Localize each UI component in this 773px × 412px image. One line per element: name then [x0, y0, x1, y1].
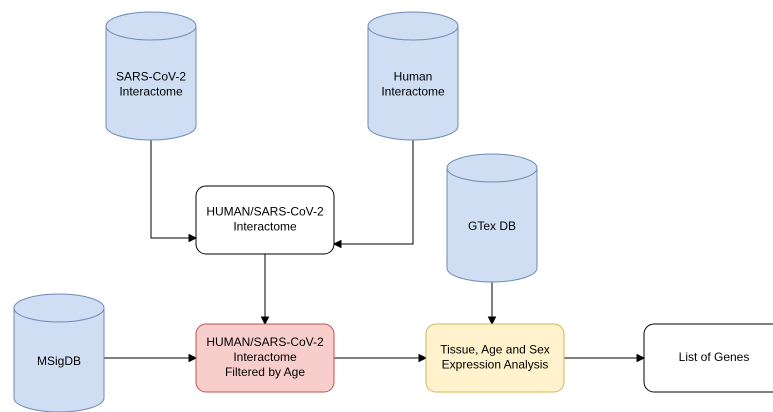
- arrowhead: [188, 233, 198, 243]
- database-body: [367, 26, 459, 141]
- database-top: [13, 293, 105, 323]
- arrowhead: [487, 316, 497, 326]
- node-label-line: List of Genes: [679, 350, 750, 364]
- node-label-line: HUMAN/SARS-CoV-2: [206, 335, 324, 349]
- node-label-line: Expression Analysis: [442, 358, 549, 372]
- node-label-line: Interactome: [119, 85, 183, 99]
- edge-combined_interactome-to-filtered_interactome: [260, 254, 270, 326]
- database-top: [367, 11, 459, 41]
- node-label-line: Interactome: [381, 85, 445, 99]
- node-box: [425, 323, 565, 393]
- arrowhead: [188, 353, 198, 363]
- edge-sars_interactome-to-combined_interactome: [150, 140, 198, 243]
- edge-filtered_interactome-to-expression_analysis: [334, 353, 428, 363]
- node-label-line: MSigDB: [37, 354, 81, 368]
- node-box: [195, 185, 335, 255]
- nodes-layer: SARS-CoV-2InteractomeHumanInteractomeGTe…: [13, 11, 773, 412]
- database-top: [105, 11, 197, 41]
- node-label-line: HUMAN/SARS-CoV-2: [206, 205, 324, 219]
- arrowhead: [260, 316, 270, 326]
- edge-line: [341, 140, 414, 245]
- database-body: [13, 308, 105, 412]
- node-label-line: Tissue, Age and Sex: [440, 343, 550, 357]
- arrowhead: [636, 353, 646, 363]
- node-gtex-db: GTex DB: [446, 153, 538, 283]
- arrowhead: [332, 239, 342, 249]
- node-label-line: Interactome: [233, 350, 297, 364]
- database-top: [446, 153, 538, 183]
- node-label-line: Interactome: [233, 220, 297, 234]
- node-gene-list: List of Genes: [643, 323, 773, 393]
- node-box: [643, 323, 773, 393]
- edges-layer: [104, 140, 646, 363]
- edge-line: [150, 140, 189, 239]
- node-label-line: GTex DB: [468, 219, 516, 233]
- database-body: [446, 168, 538, 283]
- node-box: [195, 323, 335, 393]
- arrowhead: [418, 353, 428, 363]
- edge-expression_analysis-to-gene_list: [564, 353, 646, 363]
- node-label-line: Filtered by Age: [225, 365, 305, 379]
- node-msigdb: MSigDB: [13, 293, 105, 412]
- edge-gtex_db-to-expression_analysis: [487, 282, 497, 326]
- node-label-line: Human: [394, 70, 433, 84]
- edge-msigdb-to-filtered_interactome: [104, 353, 198, 363]
- node-label-line: SARS-CoV-2: [116, 70, 186, 84]
- edge-human_interactome-to-combined_interactome: [332, 140, 414, 249]
- database-body: [105, 26, 197, 141]
